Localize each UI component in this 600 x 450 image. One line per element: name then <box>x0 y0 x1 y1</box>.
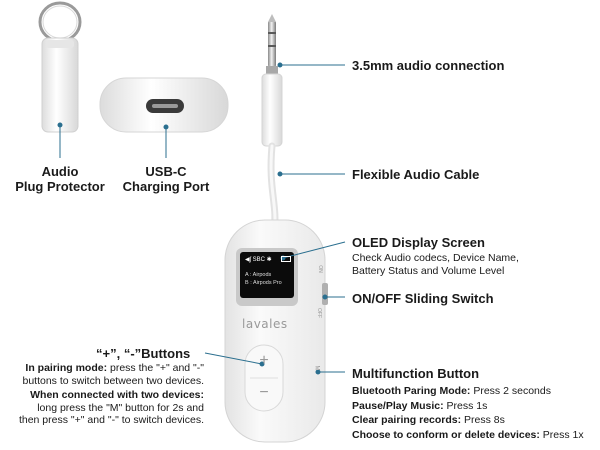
multifunction-item: Choose to conform or delete devices: Pre… <box>352 428 584 441</box>
oled-title: OLED Display Screen <box>352 235 485 250</box>
multifunction-title: Multifunction Button <box>352 366 480 381</box>
minus-button[interactable]: − <box>259 384 269 401</box>
switch-off-label: OFF <box>316 308 322 318</box>
plus-button[interactable]: + <box>259 352 269 369</box>
usb-c-label: USB-C Charging Port <box>122 164 210 194</box>
multifunction-item: Bluetooth Paring Mode: Press 2 seconds <box>352 385 551 397</box>
audio-plug-image <box>261 14 283 147</box>
oled-description: Check Audio codecs, Device Name, Battery… <box>352 252 519 277</box>
multifunction-item: Pause/Play Music: Press 1s <box>352 399 488 412</box>
plug-protector-label: Audio Plug Protector <box>15 164 105 194</box>
multifunction-list: Bluetooth Paring Mode: Press 2 seconds P… <box>352 384 584 442</box>
brand-logo: lavales <box>242 317 288 331</box>
switch-label: ON/OFF Sliding Switch <box>352 291 494 306</box>
usb-c-port-image <box>99 77 229 133</box>
battery-icon <box>281 256 291 262</box>
audio-connection-label: 3.5mm audio connection <box>352 58 505 73</box>
screen-device-a: A : Airpods <box>245 272 272 278</box>
screen-status: ◀ʃ SBC ✱ <box>245 257 272 263</box>
screen-device-b: B : Airpods Pro <box>245 280 282 286</box>
m-button-label: M <box>313 365 320 371</box>
transmitter-device <box>224 219 328 443</box>
switch-on-label: ON <box>316 265 323 273</box>
plug-protector-image <box>38 1 82 133</box>
bluetooth-icon: ✱ <box>266 257 272 263</box>
flexible-cable-label: Flexible Audio Cable <box>352 167 480 182</box>
plus-minus-title: “+”, “-”Buttons <box>96 346 191 361</box>
speaker-icon: ◀ʃ <box>245 257 251 263</box>
callout-lines <box>57 62 346 375</box>
plus-minus-description: In pairing mode: press the "+" and "-" b… <box>18 362 204 426</box>
screen-device-list: A : Airpods B : Airpods Pro <box>245 271 282 287</box>
multifunction-item: Clear pairing records: Press 8s <box>352 414 505 426</box>
